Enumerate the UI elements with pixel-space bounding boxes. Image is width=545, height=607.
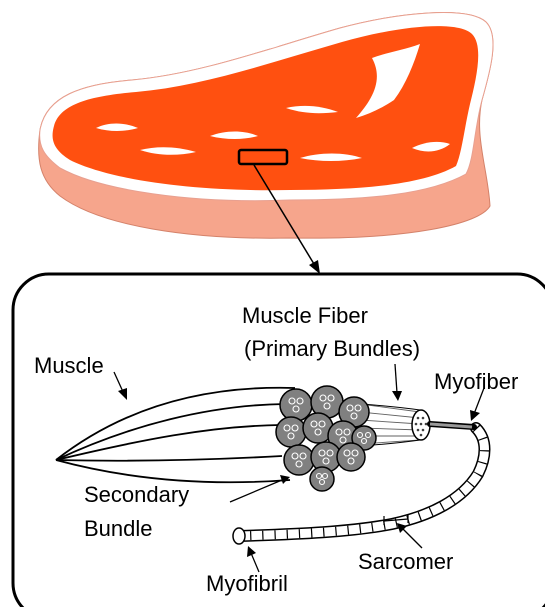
steak-illustration xyxy=(39,13,493,239)
label-muscle-fiber-line2: (Primary Bundles) xyxy=(244,336,420,361)
myofiber-rod xyxy=(430,424,474,427)
label-myofiber: Myofiber xyxy=(434,369,518,394)
myofibril-end-cap xyxy=(233,528,245,544)
label-muscle: Muscle xyxy=(34,353,104,378)
label-sarcomer: Sarcomer xyxy=(358,549,453,574)
label-myofibril: Myofibril xyxy=(206,571,288,596)
label-secondary-line1: Secondary xyxy=(84,482,189,507)
label-secondary-line2: Bundle xyxy=(84,516,153,541)
label-muscle-fiber-line1: Muscle Fiber xyxy=(242,303,368,328)
